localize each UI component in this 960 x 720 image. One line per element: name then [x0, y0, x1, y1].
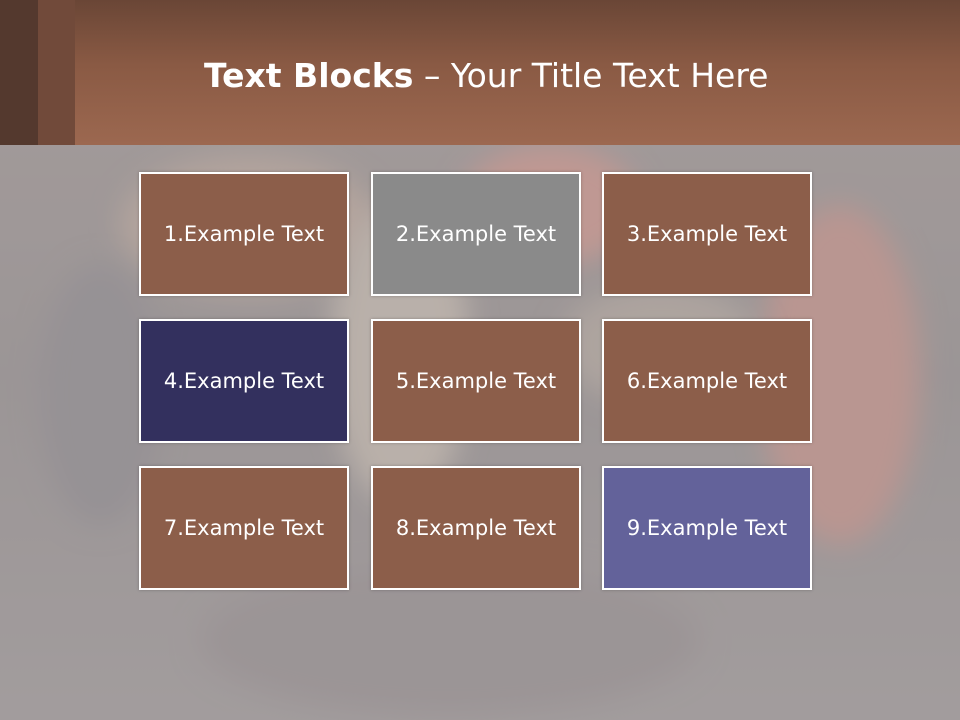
text-block-6[interactable]: 6.Example Text [602, 319, 812, 443]
text-block-label: 7.Example Text [163, 516, 325, 540]
title-bold: Text Blocks [204, 56, 414, 95]
text-block-label: 6.Example Text [626, 369, 788, 393]
text-block-label: 5.Example Text [395, 369, 557, 393]
text-block-label: 2.Example Text [395, 222, 557, 246]
title-rest: Your Title Text Here [450, 56, 769, 95]
title-banner: Text Blocks – Your Title Text Here [0, 0, 960, 145]
accent-bar [38, 0, 75, 145]
text-block-label: 1.Example Text [163, 222, 325, 246]
text-block-label: 9.Example Text [626, 516, 788, 540]
text-block-3[interactable]: 3.Example Text [602, 172, 812, 296]
text-block-1[interactable]: 1.Example Text [139, 172, 349, 296]
slide-title[interactable]: Text Blocks – Your Title Text Here [204, 54, 768, 98]
text-block-label: 3.Example Text [626, 222, 788, 246]
text-block-7[interactable]: 7.Example Text [139, 466, 349, 590]
text-block-2[interactable]: 2.Example Text [371, 172, 581, 296]
text-block-label: 8.Example Text [395, 516, 557, 540]
text-block-8[interactable]: 8.Example Text [371, 466, 581, 590]
text-block-label: 4.Example Text [163, 369, 325, 393]
text-block-9[interactable]: 9.Example Text [602, 466, 812, 590]
title-dash: – [413, 56, 451, 95]
text-block-4[interactable]: 4.Example Text [139, 319, 349, 443]
text-block-5[interactable]: 5.Example Text [371, 319, 581, 443]
accent-bar [0, 0, 38, 145]
